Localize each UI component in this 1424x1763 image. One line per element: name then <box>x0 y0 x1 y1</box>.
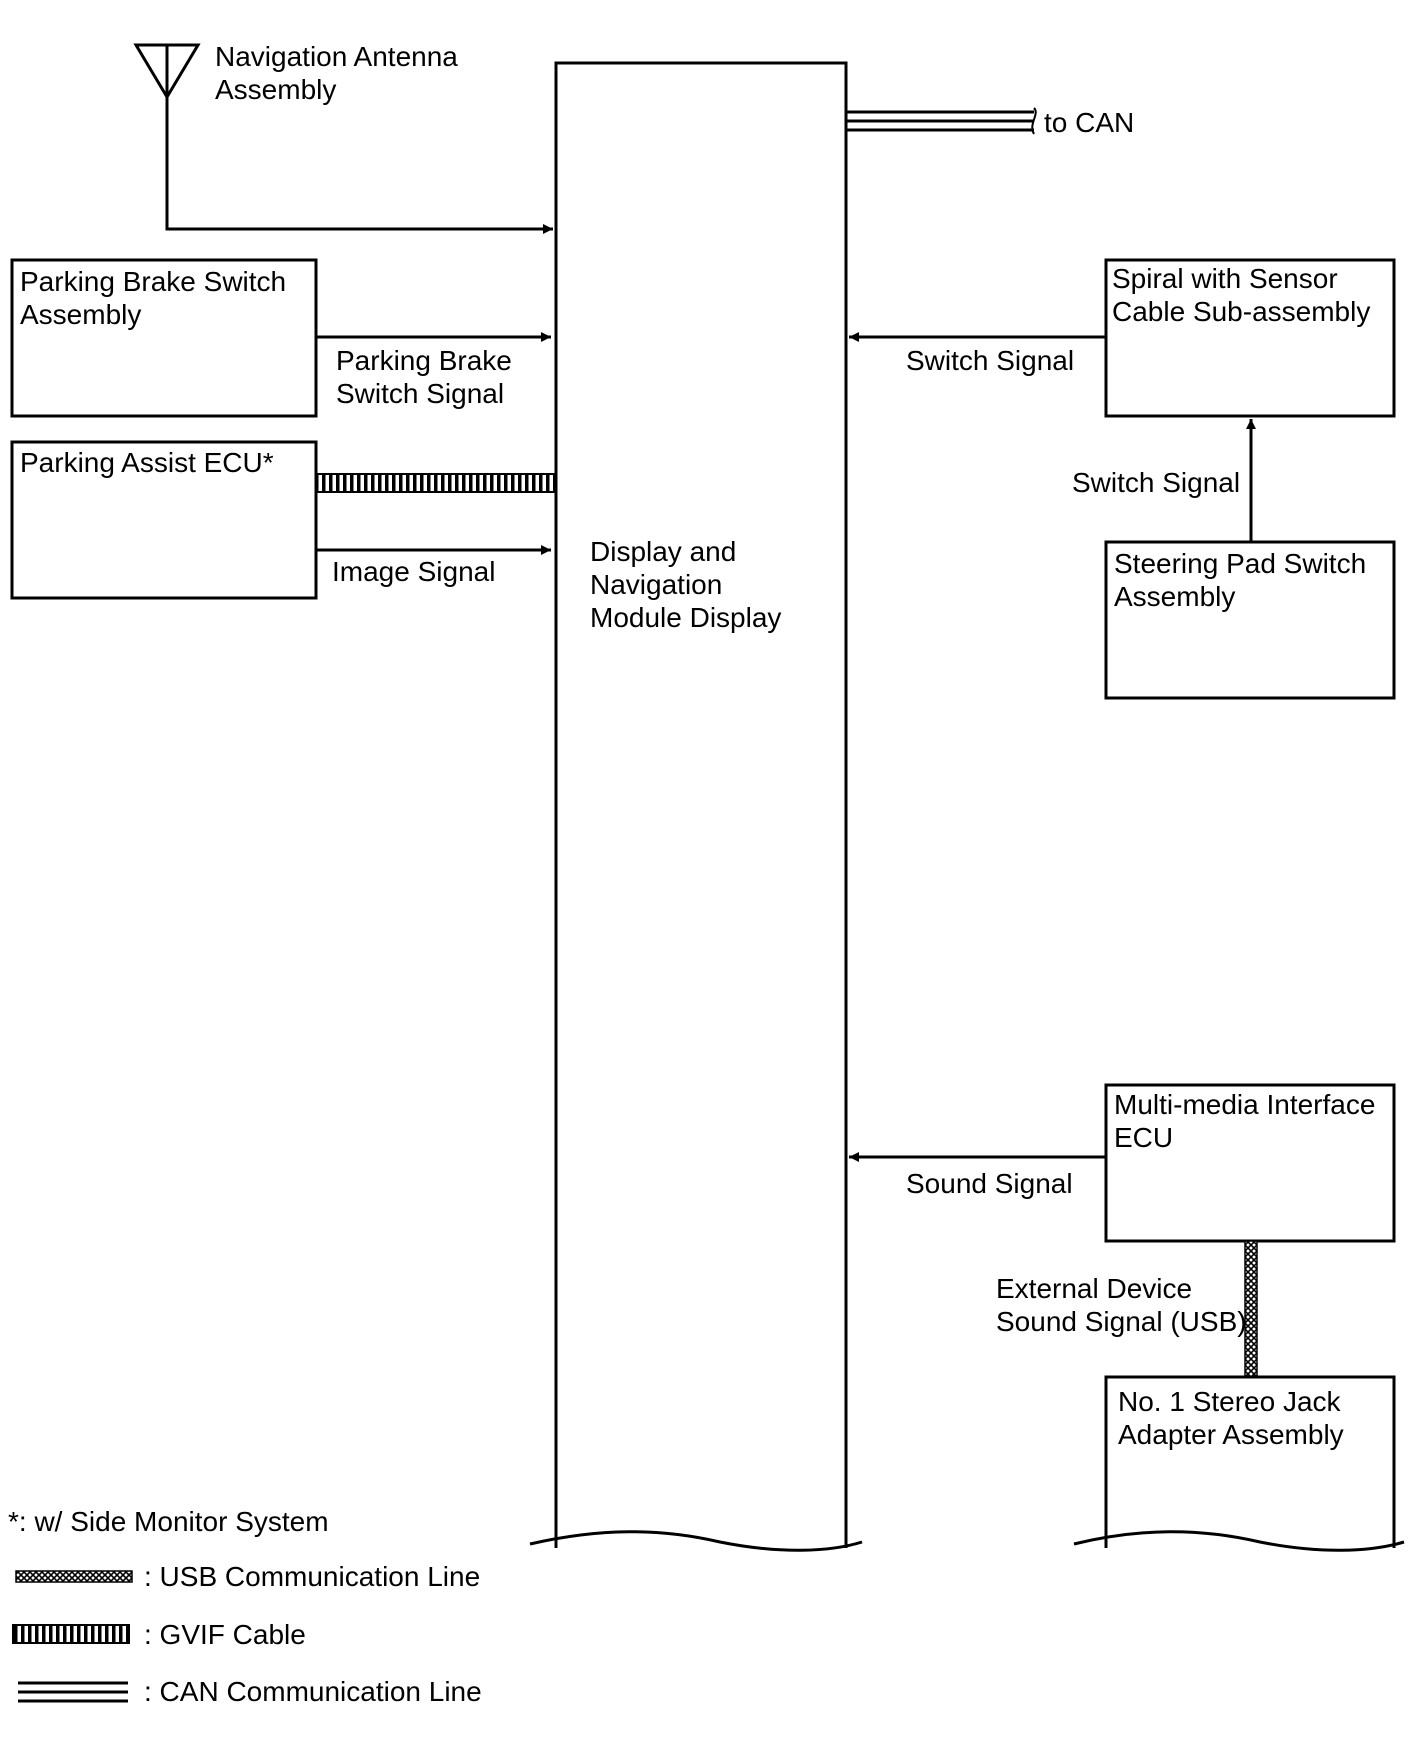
can-line-swatch <box>18 1681 128 1703</box>
switch-signal-label: Switch Signal <box>1072 467 1240 498</box>
antenna-label-line: Navigation Antenna <box>215 41 458 72</box>
stereo-jack-adapter-assembly: External Device Sound Signal (USB) No. 1… <box>996 1240 1405 1552</box>
stereo-jack-label: No. 1 Stereo Jack Adapter Assembly <box>1118 1386 1348 1450</box>
parking-assist-ecu: Parking Assist ECU* Image Signal <box>10 440 557 600</box>
main-unit-label-line: Navigation <box>590 569 722 600</box>
spiral-cable-label-line: Cable Sub-assembly <box>1112 296 1370 327</box>
usb-line-swatch <box>15 1570 133 1583</box>
spiral-cable-label: Spiral with Sensor Cable Sub-assembly <box>1112 263 1370 327</box>
parking-brake-switch-label: Parking Brake Switch Assembly <box>20 266 294 330</box>
steering-pad-switch-label-line: Assembly <box>1114 581 1235 612</box>
parking-brake-signal-label: Parking Brake Switch Signal <box>336 345 520 409</box>
sound-signal-label: Sound Signal <box>906 1168 1073 1199</box>
parking-brake-switch-label-line: Assembly <box>20 299 141 330</box>
legend-item-gvif: : GVIF Cable <box>12 1619 306 1650</box>
parking-brake-switch-label-line: Parking Brake Switch <box>20 266 286 297</box>
legend-label: : GVIF Cable <box>144 1619 306 1650</box>
usb-signal-label-line: External Device <box>996 1273 1192 1304</box>
navigation-antenna: Navigation Antenna Assembly <box>133 41 553 234</box>
main-unit-label-line: Display and <box>590 536 736 567</box>
steering-pad-switch-label-line: Steering Pad Switch <box>1114 548 1366 579</box>
steering-pad-switch-assembly: Steering Pad Switch Assembly Switch Sign… <box>1072 419 1396 700</box>
legend-item-can: : CAN Communication Line <box>18 1676 482 1707</box>
parking-assist-ecu-label: Parking Assist ECU* <box>20 447 274 478</box>
footnote: *: w/ Side Monitor System <box>8 1506 329 1537</box>
multimedia-interface-ecu: Multi-media Interface ECU Sound Signal <box>849 1083 1396 1243</box>
multimedia-ecu-label: Multi-media Interface ECU <box>1114 1089 1383 1153</box>
to-can-label: to CAN <box>1044 107 1134 138</box>
parking-brake-signal-line: Parking Brake <box>336 345 512 376</box>
image-signal-label: Image Signal <box>332 556 495 587</box>
spiral-cable-label-line: Spiral with Sensor <box>1112 263 1338 294</box>
parking-brake-switch-assembly: Parking Brake Switch Assembly Parking Br… <box>10 258 551 418</box>
multimedia-ecu-label-line: ECU <box>1114 1122 1173 1153</box>
main-unit-label: Display and Navigation Module Display <box>590 536 781 633</box>
stereo-jack-label-line: No. 1 Stereo Jack <box>1118 1386 1342 1417</box>
gvif-cable-swatch <box>12 1624 130 1644</box>
steering-pad-switch-label: Steering Pad Switch Assembly <box>1114 548 1374 612</box>
legend-label: : USB Communication Line <box>144 1561 480 1592</box>
usb-signal-label-line: Sound Signal (USB) <box>996 1306 1247 1337</box>
multimedia-ecu-label-line: Multi-media Interface <box>1114 1089 1375 1120</box>
display-navigation-module: Display and Navigation Module Display <box>529 61 863 1552</box>
stereo-jack-label-line: Adapter Assembly <box>1118 1419 1344 1450</box>
usb-communication-line <box>1244 1240 1258 1378</box>
antenna-label-line: Assembly <box>215 74 336 105</box>
parking-brake-signal-line: Switch Signal <box>336 378 504 409</box>
spiral-cable-sub-assembly: Spiral with Sensor Cable Sub-assembly Sw… <box>849 258 1396 418</box>
legend-label: : CAN Communication Line <box>144 1676 482 1707</box>
gvif-cable <box>315 473 557 493</box>
main-unit-label-line: Module Display <box>590 602 781 633</box>
antenna-label: Navigation Antenna Assembly <box>215 41 466 105</box>
legend-item-usb: : USB Communication Line <box>15 1561 480 1592</box>
legend: *: w/ Side Monitor System : USB Communic… <box>8 1506 482 1707</box>
switch-signal-label: Switch Signal <box>906 345 1074 376</box>
can-connection: to CAN <box>846 107 1134 138</box>
usb-signal-label: External Device Sound Signal (USB) <box>996 1273 1247 1337</box>
